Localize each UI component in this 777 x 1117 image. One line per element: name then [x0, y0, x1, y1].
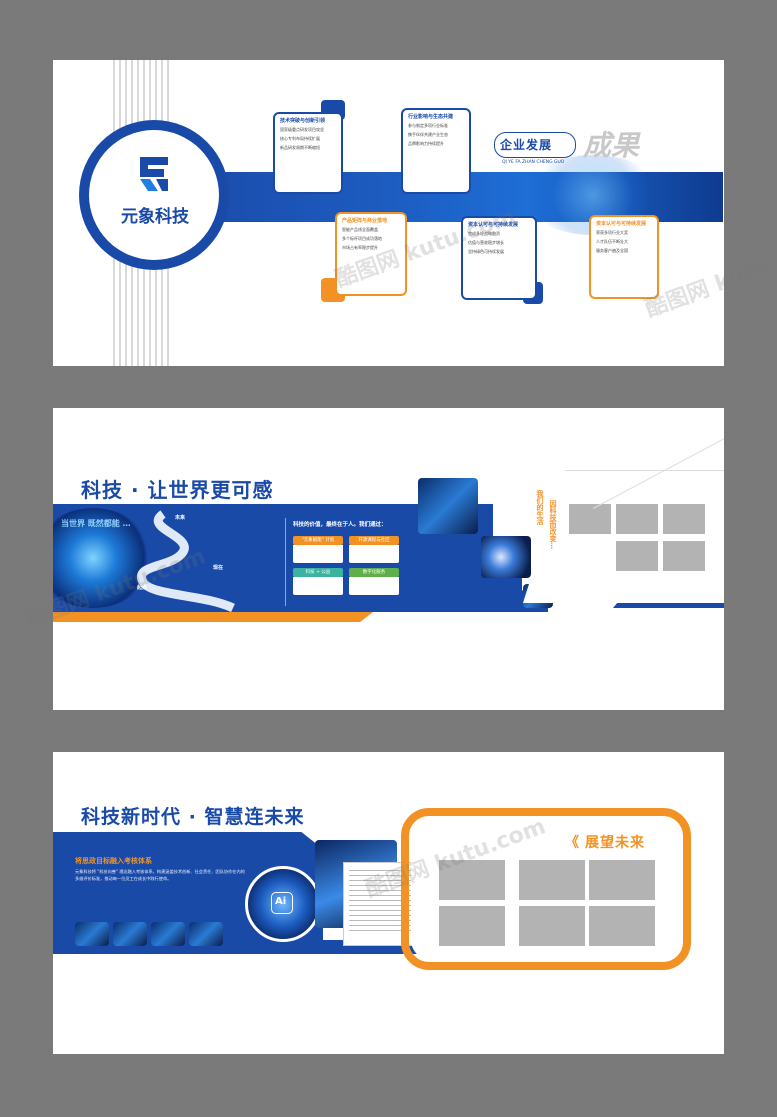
bubble-industry: 行业影响与生态共建 参与制定多项行业标准 携手伙伴共建产业生态 品牌影响力持续提…: [401, 108, 471, 194]
thumb-1: [75, 922, 109, 946]
bubble-tech: 技术突破与创新引领 国家级重点研发项目攻坚 核心专利布局持续扩展 新品研发周期不…: [273, 112, 343, 194]
robot-photo: [418, 478, 478, 534]
road-path: [136, 510, 235, 612]
future-frame-3: [589, 860, 655, 900]
photo-frame-2: [616, 504, 658, 534]
logo-text: 元象科技: [121, 207, 189, 227]
title-accent: 成果: [583, 129, 640, 162]
value-card-2: [349, 545, 399, 563]
value-card-3: [293, 577, 343, 595]
panel-enterprise-achievements: 元象科技 企业发展 成果 QI YE FA ZHAN CHENG GUO 技术突…: [53, 60, 724, 366]
photo-frame-4: [616, 541, 658, 571]
ai-text: Ai: [275, 896, 287, 907]
side-text: 当世界 既然都能 …: [61, 519, 131, 528]
value-card-1: [293, 545, 343, 563]
divider: [285, 518, 286, 606]
panel-tech-world: 科技 · 让世界更可感 当世界 既然都能 … 未来 起点 现在 科技的价值，最终…: [53, 408, 724, 710]
orange-frame: [401, 808, 691, 970]
thumb-4: [189, 922, 223, 946]
road-label-now: 现在: [213, 565, 224, 571]
future-frame-5: [519, 906, 585, 946]
ai-badge: [271, 892, 293, 914]
value-tag-3: 科技 + 公益: [293, 568, 343, 577]
vertical-text-1: 我们的生活: [536, 490, 544, 525]
panel3-headline: 科技新时代 · 智慧连未来: [81, 806, 305, 828]
title-pinyin: QI YE FA ZHAN CHENG GUO: [502, 160, 565, 165]
eye-visual: [53, 508, 153, 608]
logo-icon: [136, 155, 172, 193]
orange-bar: [53, 612, 373, 622]
future-frame-6: [589, 906, 655, 946]
outlook-chevron: 《: [565, 835, 579, 851]
road-label-future: 未来: [175, 515, 186, 521]
value-tag-2: 开源课程与社区: [349, 536, 399, 545]
bubble-capital: 资本认可与可持续发展 完成多轮战略融资 估值与营收稳步增长 坚持绿色可持续发展: [461, 216, 537, 300]
value-tag-1: "元象赋能" 计划: [293, 536, 343, 545]
panel-future: 科技新时代 · 智慧连未来 将思政目标融入考核体系 元象科技将 "科技向善" 理…: [53, 752, 724, 1054]
body-text: 元象科技将 "科技向善" 理念融入考核体系，构建涵盖技术创新、社会责任、团队协作…: [75, 869, 245, 881]
value-title: 科技的价值，最终在于人。我们通过：: [293, 522, 387, 528]
future-frame-1: [439, 860, 505, 900]
photo-frame-3: [663, 504, 705, 534]
value-card-4: [349, 577, 399, 595]
future-frame-4: [439, 906, 505, 946]
thumb-3: [151, 922, 185, 946]
thumb-2: [113, 922, 147, 946]
sub-title: 将思政目标融入考核体系: [75, 857, 152, 865]
future-frame-2: [519, 860, 585, 900]
photo-frame-1: [569, 504, 611, 534]
panel2-headline: 科技 · 让世界更可感: [81, 478, 274, 502]
road-label-start: 起点: [137, 585, 148, 591]
bubble-products: 产品矩阵与商业落地 智能产品线全面覆盖 多个标杆项目成功落地 市场占有率稳步提升: [335, 212, 407, 296]
logo-circle: [89, 130, 219, 260]
value-tag-4: 数字化服务: [349, 568, 399, 577]
vertical-text-2: 因科技而改变…: [549, 500, 557, 549]
blue-bottom-line: [613, 600, 724, 608]
bubble-sustain: 资本认可与可持续发展 荣获多项行业大奖 人才队伍不断壮大 服务客户遍及全国: [589, 215, 659, 299]
photo-frame-5: [663, 541, 705, 571]
outlook-title: 展望未来: [585, 835, 645, 851]
title-box: [494, 132, 576, 158]
page-title: 企业发展: [500, 138, 553, 152]
ai-hand-photo: [481, 536, 531, 578]
